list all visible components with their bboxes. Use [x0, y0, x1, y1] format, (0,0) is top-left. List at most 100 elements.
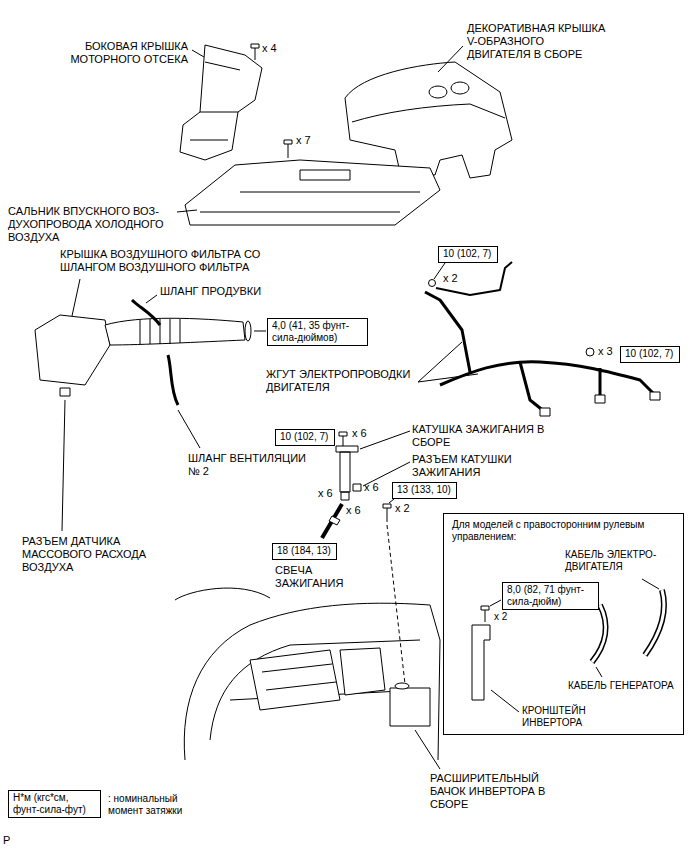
leader-line [642, 579, 659, 589]
nut [586, 348, 594, 356]
leader-line [254, 331, 266, 332]
bolt [251, 44, 259, 60]
torque-value: 10 (102, 7) [443, 248, 493, 260]
motor-cable [645, 590, 664, 655]
quantity-mark: x 3 [598, 345, 613, 358]
part-label: САЛЬНИК ВПУСКНОГО ВОЗ- ДУХОПРОВОДА ХОЛОД… [8, 205, 180, 244]
inverter-reservoir [390, 688, 430, 726]
side-cover-detail [190, 62, 240, 140]
torque-value: 10 (102, 7) [625, 348, 675, 360]
part-label: ШЛАНГ ПРОДУВКИ [160, 285, 261, 298]
leader-line [389, 499, 394, 503]
part-label: КРОНШТЕЙН ИНВЕРТОРА [522, 705, 622, 729]
part-label: РАЗЪЕМ КАТУШКИ ЗАЖИГАНИЯ [412, 453, 542, 479]
torque-spec-box: 4,0 (41, 35 фунт-сила-дюймов) [267, 318, 368, 346]
engine-cover-ridge [352, 104, 505, 122]
quantity-mark: x 6 [346, 504, 361, 517]
quantity-mark: x 4 [262, 42, 277, 55]
leader-line [72, 279, 80, 316]
inset-panel: Для моделей с правосторонним рулевым упр… [443, 513, 684, 735]
leader-line [490, 600, 501, 606]
ventilation-hose [168, 355, 178, 405]
leader-line [146, 295, 157, 303]
hose-clamp [245, 321, 251, 341]
part-label: ДЕКОРАТИВНАЯ КРЫШКА V-ОБРАЗНОГО ДВИГАТЕЛ… [467, 22, 607, 61]
torque-spec-box: 10 (102, 7) [438, 246, 498, 263]
leader-line [177, 210, 197, 212]
torque-spec-box: 13 (133, 10) [392, 482, 457, 499]
intake-seal [185, 160, 440, 225]
legend-text: : номинальный момент затяжки [108, 793, 203, 817]
motor-cable-core [645, 590, 664, 655]
part-label: СВЕЧА ЗАЖИГАНИЯ [275, 564, 355, 590]
purge-hose [132, 300, 160, 325]
leader-line [418, 342, 462, 382]
engine-cover [345, 62, 512, 178]
coil-connector [353, 484, 361, 491]
torque-spec-box: 18 (184, 13) [272, 543, 337, 560]
leader-line [178, 410, 200, 448]
part-label: ЖГУТ ЭЛЕКТРОПРОВОДКИ ДВИГАТЕЛЯ [266, 368, 418, 394]
engine-compartment [184, 603, 440, 760]
leader-line [418, 374, 478, 382]
harness-connector [540, 392, 660, 416]
part-label: КАБЕЛЬ ЭЛЕКТРО- ДВИГАТЕЛЯ [565, 549, 680, 573]
spark-plug-hex [329, 516, 340, 525]
leader-line [62, 400, 65, 531]
nut [429, 280, 436, 287]
part-label: КАБЕЛЬ ГЕНЕРАТОРА [568, 680, 674, 692]
leader-line [192, 50, 204, 57]
page-code: P [3, 834, 10, 847]
quantity-mark: x 2 [494, 611, 507, 623]
bolt [383, 504, 391, 522]
spark-plug [322, 504, 342, 538]
bolt [481, 606, 489, 622]
part-label: ШЛАНГ ВЕНТИЛЯЦИИ № 2 [188, 452, 318, 478]
torque-value: 4,0 (41, 35 фунт-сила-дюймов) [272, 320, 363, 343]
intake-seal-detail [200, 192, 420, 212]
leader-line [596, 667, 602, 677]
dashed-guide [387, 525, 405, 684]
leader-line [438, 46, 463, 72]
engine-compartment-detail [175, 588, 420, 740]
torque-spec-box: 10 (102, 7) [620, 346, 680, 363]
ignition-coil [336, 446, 358, 500]
quantity-mark: x 2 [395, 502, 410, 515]
quantity-mark: x 2 [443, 272, 458, 285]
torque-value: 18 (184, 13) [277, 545, 332, 557]
leader-line [360, 431, 410, 449]
part-label: БОКОВАЯ КРЫШКА МОТОРНОГО ОТСЕКА [48, 40, 188, 66]
maf-sensor-connector [60, 388, 70, 396]
leader-line [415, 730, 440, 769]
engine-cover-emblem [429, 86, 447, 98]
part-label: КРЫШКА ВОЗДУШНОГО ФИЛЬТРА СО ШЛАНГОМ ВОЗ… [60, 248, 295, 274]
quantity-mark: x 6 [352, 427, 367, 440]
intake-seal-window [300, 170, 350, 180]
engine-bank-detail [262, 664, 336, 690]
torque-spec-box: 8,0 (82, 71 фунт-сила-дюйм) [502, 582, 599, 610]
generator-cable-core [592, 605, 606, 662]
reservoir-cap [395, 683, 409, 689]
side-cover [180, 45, 262, 160]
engine-cover-emblem [451, 82, 469, 94]
quantity-mark: x 7 [296, 134, 311, 147]
inset-heading: Для моделей с правосторонним рулевым упр… [452, 519, 675, 542]
leader-line [491, 690, 519, 712]
air-filter-cover [35, 315, 110, 385]
quantity-mark: x 6 [318, 487, 333, 500]
bolt [339, 432, 347, 446]
bolt [284, 140, 292, 158]
part-label: КАТУШКА ЗАЖИГАНИЯ В СБОРЕ [412, 423, 562, 449]
torque-value: 8,0 (82, 71 фунт-сила-дюйм) [507, 584, 594, 607]
torque-value: 13 (133, 10) [397, 484, 452, 496]
legend-key-box: Н*м (кгс*см, фунт-сила-фут) [8, 790, 101, 818]
torque-spec-box: 10 (102, 7) [275, 429, 335, 446]
harness-bracket [436, 262, 512, 295]
engine-bank [250, 648, 385, 710]
part-label: РАСШИРИТЕЛЬНЫЙ БАЧОК ИНВЕРТОРА В СБОРЕ [430, 772, 565, 811]
generator-cable [592, 605, 606, 662]
inverter-bracket [472, 625, 490, 700]
part-label: РАЗЪЕМ ДАТЧИКА МАССОВОГО РАСХОДА ВОЗДУХА [22, 535, 157, 574]
